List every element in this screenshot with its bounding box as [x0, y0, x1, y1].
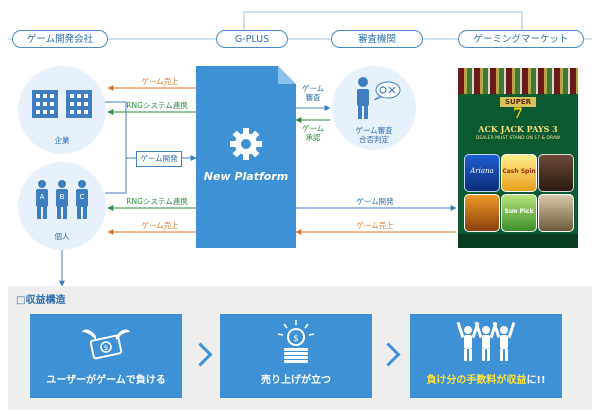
review-circle: ゲーム審査 合否判定 — [332, 66, 416, 150]
banner-line: ACK JACK PAYS 3 — [478, 124, 558, 134]
label-rng-bottom: RNGシステム連携 — [126, 197, 188, 206]
revenue-step-3: 負け分の手数料が収益に!! — [410, 314, 562, 398]
tile-2-label: Cash Spin — [502, 168, 536, 175]
label-review-req: ゲーム 審査 — [298, 84, 328, 102]
svg-text:$: $ — [104, 344, 108, 352]
building-icon — [32, 90, 92, 118]
casino-top-strip — [458, 68, 578, 94]
svg-text:$: $ — [293, 334, 299, 344]
cheering-people-icon — [456, 321, 516, 361]
header-market: ゲーミングマーケット — [458, 30, 584, 48]
review-caption: ゲーム審査 合否判定 — [332, 126, 416, 144]
revenue-step-3-text: 負け分の手数料が収益に!! — [410, 371, 562, 386]
label-market-dev: ゲーム開発 — [356, 197, 394, 206]
people-icon — [36, 180, 88, 219]
review-caption-2: 合否判定 — [359, 135, 389, 144]
label-approval: ゲーム 承認 — [298, 124, 328, 142]
label-market-sales: ゲーム売上 — [356, 221, 394, 230]
inspector-icon — [357, 77, 401, 119]
tile-1: Ariana — [464, 154, 500, 192]
review-caption-1: ゲーム審査 — [355, 126, 393, 135]
revenue-step-3-highlight: 収益 — [506, 375, 527, 386]
gear-icon — [230, 128, 262, 160]
label-sales-bottom: ゲーム売上 — [141, 221, 179, 230]
flying-money-icon: $ — [82, 329, 130, 360]
person-letter-c: C — [79, 193, 85, 201]
label-rng-top: RNGシステム連携 — [126, 101, 188, 110]
game-dev-box: ゲーム開発 — [136, 151, 182, 167]
revenue-step-3-suffix: に!! — [526, 375, 546, 386]
header-gplus: G-PLUS — [216, 30, 288, 48]
banner-top: SUPER — [500, 97, 536, 107]
banner-number: 7 — [513, 106, 523, 122]
header-developer: ゲーム開発会社 — [12, 30, 108, 48]
tile-3 — [538, 154, 574, 192]
tile-5: Sun Pick — [501, 194, 537, 232]
platform-title: New Platform — [203, 170, 289, 183]
label-sales-top: ゲーム売上 — [141, 77, 179, 86]
table-felt-bottom — [458, 234, 578, 248]
tile-4 — [464, 194, 500, 232]
banner-sub: DEALER MUST STAND ON 17 & DRAW — [475, 136, 561, 141]
person-letter-a: A — [39, 193, 45, 201]
tile-6 — [538, 194, 574, 232]
revenue-step-2-text: 売り上げが立つ — [261, 375, 331, 386]
tile-1-label: Ariana — [470, 167, 494, 175]
company-circle: 企業 — [18, 66, 106, 154]
revenue-step-2: $ 売り上げが立つ — [220, 314, 372, 398]
individual-circle: A B C 個人 — [18, 162, 106, 250]
tile-5-label: Sun Pick — [504, 208, 534, 215]
person-letter-b: B — [59, 193, 65, 201]
coins-icon: $ — [277, 320, 315, 363]
revenue-step-1-text: ユーザーがゲームで負ける — [46, 375, 166, 386]
individual-label: 個人 — [54, 232, 70, 241]
revenue-step-1: $ ユーザーがゲームで負ける — [30, 314, 182, 398]
label-review-req-1: ゲーム — [301, 84, 325, 93]
market-screenshot: SUPER 7 ACK JACK PAYS 3 DEALER MUST STAN… — [458, 68, 578, 248]
label-approval-1: ゲーム — [301, 124, 325, 133]
header-review-org: 審査機関 — [331, 30, 423, 48]
label-approval-2: 承認 — [305, 133, 321, 142]
company-label: 企業 — [54, 136, 70, 145]
label-review-req-2: 審査 — [305, 93, 321, 102]
revenue-step-3-prefix: 負け分の手数料が — [426, 375, 507, 386]
tile-2: Cash Spin — [501, 154, 537, 192]
revenue-title: □収益構造 — [16, 295, 66, 306]
